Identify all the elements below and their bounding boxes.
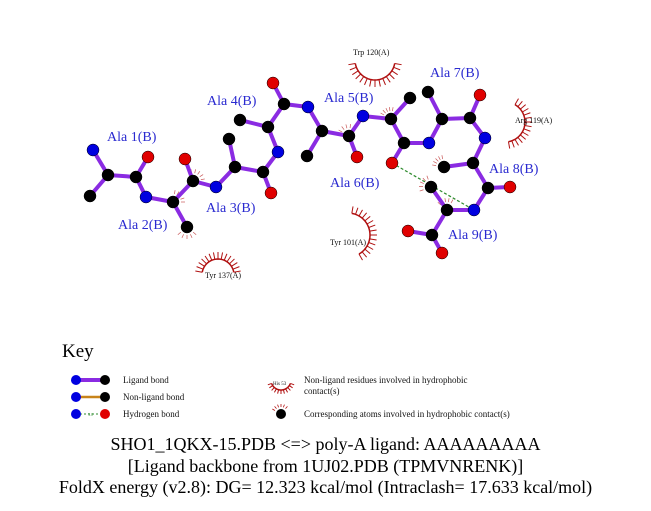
oxygen-atom [178, 152, 192, 166]
nitrogen-atom [271, 145, 285, 159]
contact-label: Trp 120(A) [353, 48, 390, 57]
carbon-atom [166, 195, 180, 209]
carbon-atom [315, 124, 329, 138]
nitrogen-atom [86, 143, 100, 157]
residue-label: Ala 1(B) [107, 130, 157, 145]
legend-hydrogen-bond: 3.0 [71, 409, 110, 419]
hydrophobic-atom-mark [177, 231, 197, 239]
key-title: Key [62, 341, 94, 362]
carbon-atom [300, 149, 314, 163]
oxygen-atom [401, 224, 415, 238]
nitrogen-atom [478, 131, 492, 145]
nitrogen-atom [139, 190, 153, 204]
residue-label: Ala 3(B) [206, 201, 256, 216]
carbon-atom [463, 111, 477, 125]
nitrogen-atom [467, 203, 481, 217]
carbon-atom [425, 228, 439, 242]
legend-contact-arc-icon: His 53 [267, 382, 295, 394]
caption-line-1: SHO1_1QKX-15.PDB <=> poly-A ligand: AAAA… [110, 434, 541, 454]
residue-label: Ala 8(B) [489, 162, 539, 177]
oxygen-atom [435, 246, 449, 260]
carbon-atom [421, 85, 435, 99]
hydrophobic-contact-arc-icon [348, 62, 402, 87]
legend-ligand-bond-label: Ligand bond [123, 375, 169, 385]
carbon-atom [233, 113, 247, 127]
carbon-atom [261, 120, 275, 134]
carbon-atom [397, 136, 411, 150]
hydrophobic-contact-arc-icon [507, 98, 532, 149]
residue-label: Ala 7(B) [430, 66, 480, 81]
carbon-atom [101, 168, 115, 182]
caption-line-2: [Ligand backbone from 1UJ02.PDB (TPMVNRE… [127, 456, 524, 476]
oxygen-atom [350, 150, 364, 164]
hydrophobic-contact-arc-icon [195, 252, 241, 273]
hydrophobic-contacts [174, 62, 532, 273]
legend-contact-atom-icon [272, 404, 288, 419]
nitrogen-atom [209, 180, 223, 194]
carbon-atom [342, 129, 356, 143]
legend-corresponding-atoms-label: Corresponding atoms involved in hydropho… [304, 409, 510, 419]
carbon-atom [384, 112, 398, 126]
residue-label: Ala 9(B) [448, 228, 498, 243]
carbon-atom [186, 174, 200, 188]
contact-labels: Trp 120(A) Arg 119(A) Tyr 101(A) Tyr 137… [205, 48, 552, 280]
nitrogen-atom [301, 100, 315, 114]
hydrophobic-atom-mark [432, 155, 443, 166]
oxygen-atom [473, 88, 487, 102]
carbon-atom [403, 91, 417, 105]
hydrophobic-atom-mark [380, 107, 394, 116]
legend-nonligand-residues-label: Non-ligand residues involved in hydropho… [304, 375, 468, 396]
oxygen-atom [264, 186, 278, 200]
residue-label: Ala 6(B) [330, 176, 380, 191]
legend-example-residue: His 53 [273, 382, 287, 387]
carbon-atom [481, 181, 495, 195]
oxygen-atom [385, 156, 399, 170]
ligand-atoms [83, 76, 517, 260]
nitrogen-atom [422, 136, 436, 150]
contact-label: Tyr 137(A) [205, 271, 241, 280]
carbon-atom [437, 160, 451, 174]
legend-hydrogen-bond-label: Hydrogen bond [123, 409, 180, 419]
legend-nonligand-bond [71, 392, 110, 402]
caption-line-3: FoldX energy (v2.8): DG= 12.323 kcal/mol… [58, 477, 593, 497]
carbon-atom [83, 189, 97, 203]
carbon-atom [277, 97, 291, 111]
carbon-atom [435, 112, 449, 126]
carbon-atom [228, 160, 242, 174]
residue-label: Ala 4(B) [207, 94, 257, 109]
residue-label: Ala 5(B) [324, 91, 374, 106]
carbon-atom [440, 203, 454, 217]
contact-label: Tyr 101(A) [330, 238, 366, 247]
carbon-atom [129, 170, 143, 184]
nitrogen-atom [356, 109, 370, 123]
hydrophobic-contact-arc-icon [351, 206, 377, 261]
oxygen-atom [141, 150, 155, 164]
legend-nonligand-bond-label: Non-ligand bond [123, 392, 185, 402]
carbon-atom [424, 180, 438, 194]
carbon-atom [222, 132, 236, 146]
hydrophobic-atom-mark [418, 175, 429, 192]
legend-ligand-bond [71, 375, 110, 385]
residue-label: Ala 2(B) [118, 218, 168, 233]
carbon-atom [180, 220, 194, 234]
oxygen-atom [266, 76, 280, 90]
contact-label: Arg 119(A) [515, 116, 552, 125]
carbon-atom [256, 165, 270, 179]
hbond-length: 3.0 [88, 412, 93, 417]
oxygen-atom [503, 180, 517, 194]
residue-labels: Ala 1(B) Ala 2(B) Ala 3(B) Ala 4(B) Ala … [107, 66, 539, 243]
carbon-atom [466, 156, 480, 170]
